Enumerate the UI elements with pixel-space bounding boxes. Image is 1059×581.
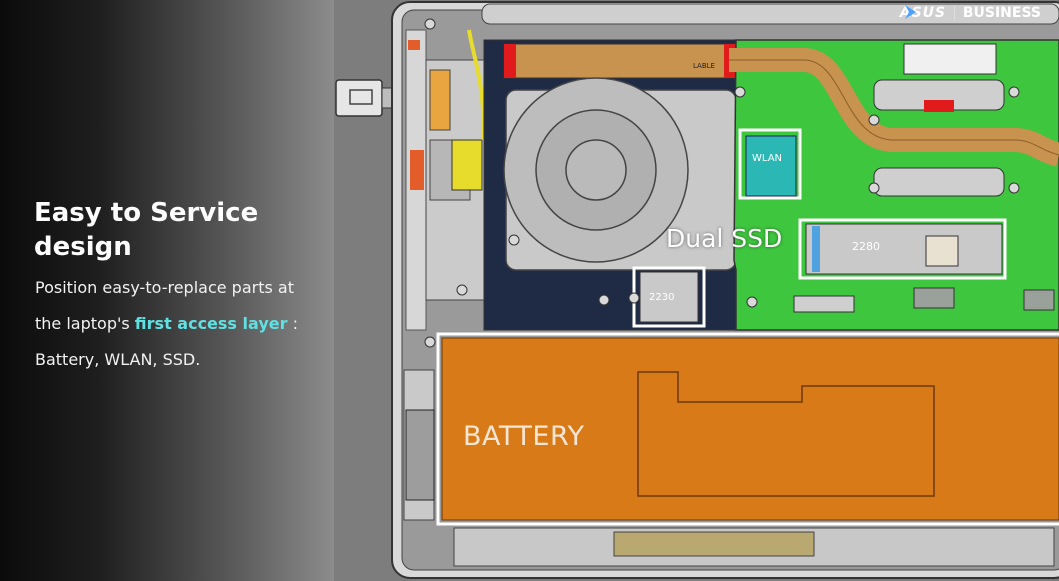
- ssd-2280-highlight-box: [798, 218, 1007, 280]
- asus-business-logo: ASUS | BUSINESS: [900, 5, 1041, 21]
- asus-logo: ASUS: [899, 5, 947, 21]
- battery-label: BATTERY: [463, 421, 585, 452]
- body-line-2: the laptop's first access layer :: [35, 314, 298, 333]
- brand-divider: |: [952, 5, 957, 21]
- slide-heading: Easy to Service design: [34, 198, 259, 262]
- battery-highlight-box: [436, 332, 1059, 526]
- wlan-label: WLAN: [752, 153, 783, 164]
- ssd-2230-label: 2230: [649, 292, 675, 303]
- laptop-drawing: [334, 0, 1059, 581]
- chevron-right-icon: [904, 5, 916, 19]
- body-line-3: Battery, WLAN, SSD.: [35, 350, 201, 369]
- body-line-2-suffix: :: [287, 314, 298, 333]
- wlan-highlight-box: [738, 128, 802, 200]
- battery: [441, 337, 1059, 521]
- first-access-layer-highlight: first access layer: [134, 314, 288, 333]
- ssd-2280-label: 2280: [852, 240, 880, 253]
- usb-plug-icon: [335, 79, 383, 117]
- lable-sticker-label: LABLE: [693, 62, 715, 70]
- body-line-1: Position easy-to-replace parts at: [35, 278, 294, 297]
- dual-ssd-label: Dual SSD: [666, 224, 783, 253]
- laptop-internals-illustration: Dual SSD BATTERY WLAN 2280 2230 LABLE AS…: [334, 0, 1059, 581]
- body-line-2-prefix: the laptop's: [35, 314, 135, 333]
- text-panel: Easy to Service design Position easy-to-…: [0, 0, 334, 581]
- business-label: BUSINESS: [962, 5, 1041, 21]
